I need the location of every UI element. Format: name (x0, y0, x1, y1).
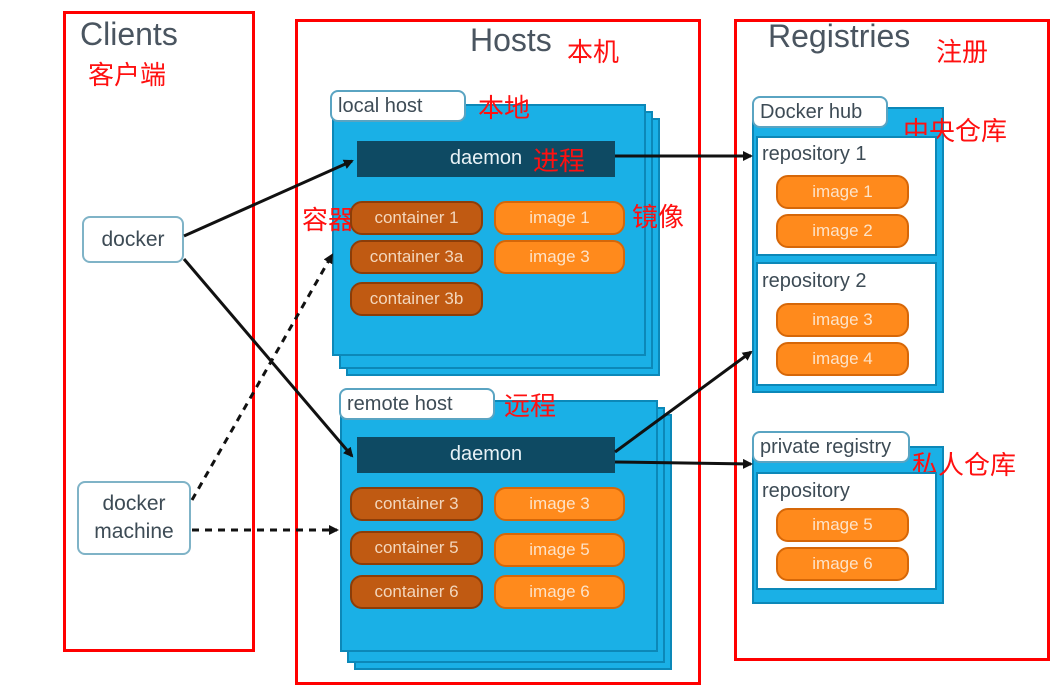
remote-daemon-to-docker-hub-arrow (614, 350, 753, 454)
local-host-zh: 本地 (478, 94, 531, 124)
docker-to-remote-daemon-arrow (182, 258, 354, 458)
local-daemon-zh: 进程 (533, 147, 586, 177)
repository-label: repository (762, 480, 850, 502)
container-chip: container 3b (350, 282, 483, 316)
container-chip: container 3a (350, 240, 483, 274)
docker-client: docker (82, 216, 184, 263)
hosts-title: Hosts (470, 22, 552, 58)
image-chip: image 5 (776, 508, 909, 542)
remote-host-zh: 远程 (504, 392, 557, 422)
image-chip: image 5 (494, 533, 625, 567)
image-chip: image 1 (494, 201, 625, 235)
image-chip: image 4 (776, 342, 909, 376)
remote-daemon-label: daemon (449, 443, 523, 465)
image-chip: image 3 (494, 240, 625, 274)
docker-to-local-daemon-arrow (183, 159, 354, 238)
docker-machine-client: docker machine (77, 481, 191, 555)
clients-frame (63, 11, 255, 652)
container-chip: container 1 (350, 201, 483, 235)
local-host-tag: local host (330, 90, 466, 122)
docker-machine-label-2: machine (94, 520, 174, 543)
hosts-frame (295, 19, 701, 685)
images-zh: 镜像 (632, 203, 685, 233)
image-chip: image 1 (776, 175, 909, 209)
clients-title-zh: 客户端 (88, 61, 167, 91)
remote-daemon-to-private-registry-arrow (614, 458, 753, 469)
docker-machine-label-1: docker (102, 492, 166, 515)
local-daemon-label: daemon (449, 147, 523, 169)
container-chip: container 6 (350, 575, 483, 609)
registries-title: Registries (768, 18, 911, 54)
image-chip: image 6 (494, 575, 625, 609)
container-chip: container 3 (350, 487, 483, 521)
repository-label: repository 2 (762, 270, 867, 292)
docker-hub-tag: Docker hub (752, 96, 888, 128)
clients-title: Clients (80, 16, 178, 52)
machine-to-local-host-arrow (190, 253, 334, 501)
container-chip: container 5 (350, 531, 483, 565)
image-chip: image 6 (776, 547, 909, 581)
local-daemon: daemon (357, 141, 615, 177)
image-chip: image 3 (494, 487, 625, 521)
remote-daemon: daemon (357, 437, 615, 473)
docker-client-label: docker (101, 227, 165, 251)
remote-host-tag: remote host (339, 388, 495, 420)
registries-frame (734, 19, 1050, 661)
repository-label: repository 1 (762, 143, 867, 165)
hosts-title-zh: 本机 (567, 38, 620, 68)
containers-zh: 容器 (302, 206, 355, 236)
registries-title-zh: 注册 (936, 38, 989, 68)
image-chip: image 2 (776, 214, 909, 248)
image-chip: image 3 (776, 303, 909, 337)
private-registry-tag: private registry (752, 431, 910, 463)
